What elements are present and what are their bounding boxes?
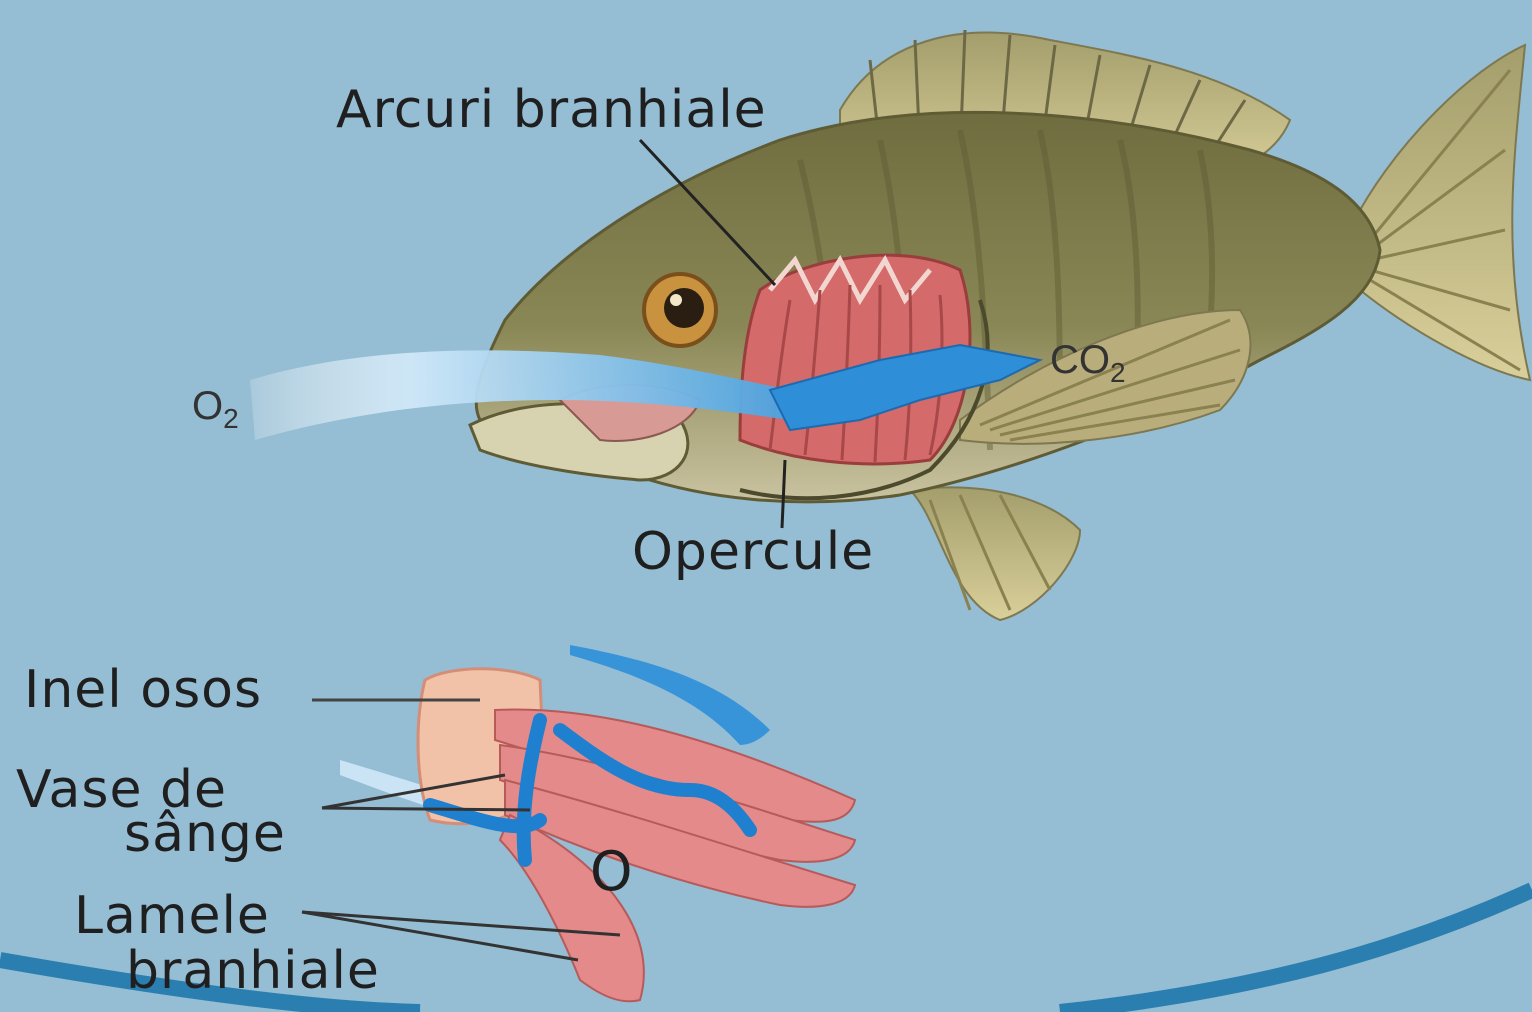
label-gill-lamellae-line2: branhiale [126, 945, 380, 997]
label-oxygen-marker: O [590, 845, 634, 899]
gill-detail [340, 645, 855, 1001]
label-co2: CO2 [1050, 340, 1126, 387]
label-operculum: Opercule [632, 526, 874, 578]
co2-symbol: CO [1050, 338, 1110, 382]
oxygen-subscript: 2 [223, 403, 239, 434]
label-oxygen: O2 [192, 386, 239, 433]
tail-fin [1360, 45, 1530, 380]
label-gill-lamellae-line1: Lamele [74, 890, 270, 942]
lamellae-shapes [495, 710, 855, 1002]
oxygen-symbol: O [192, 384, 223, 428]
vase-leader-2 [322, 808, 530, 810]
pelvic-fin [910, 487, 1080, 620]
label-gill-arches: Arcuri branhiale [336, 84, 767, 136]
label-blood-vessels-line2: sânge [124, 808, 286, 860]
co2-subscript: 2 [1110, 357, 1126, 388]
label-bony-ring: Inel osos [24, 664, 262, 716]
